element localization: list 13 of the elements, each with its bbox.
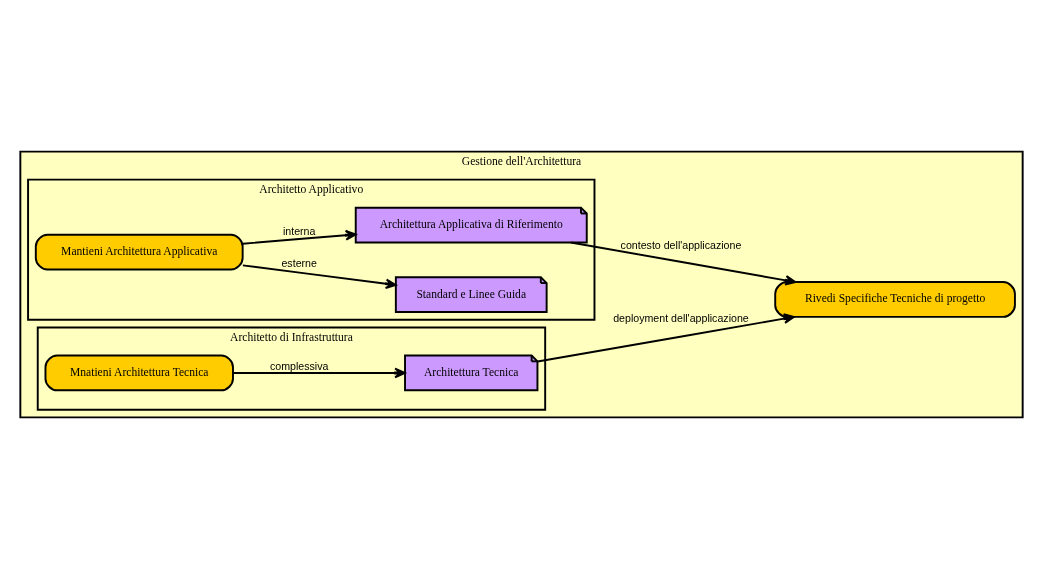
edge-label: deployment dell'applicazione bbox=[613, 312, 749, 325]
node-box: Mantieni Architettura Applicativa bbox=[34, 233, 244, 271]
arrow bbox=[241, 229, 357, 245]
node-box: Mnatieni Architettura Tecnica bbox=[44, 354, 234, 392]
edge-label: contesto dell'applicazione bbox=[620, 239, 742, 252]
arrow bbox=[241, 264, 397, 290]
arrow bbox=[569, 241, 797, 286]
arrow bbox=[536, 313, 795, 363]
edge-label: esterne bbox=[281, 257, 317, 270]
node-box: Rivedi Specifiche Tecniche di progetto bbox=[774, 281, 1016, 318]
edge-label: interna bbox=[282, 224, 316, 237]
edge-label: complessiva bbox=[269, 359, 329, 372]
arrow bbox=[232, 367, 406, 379]
